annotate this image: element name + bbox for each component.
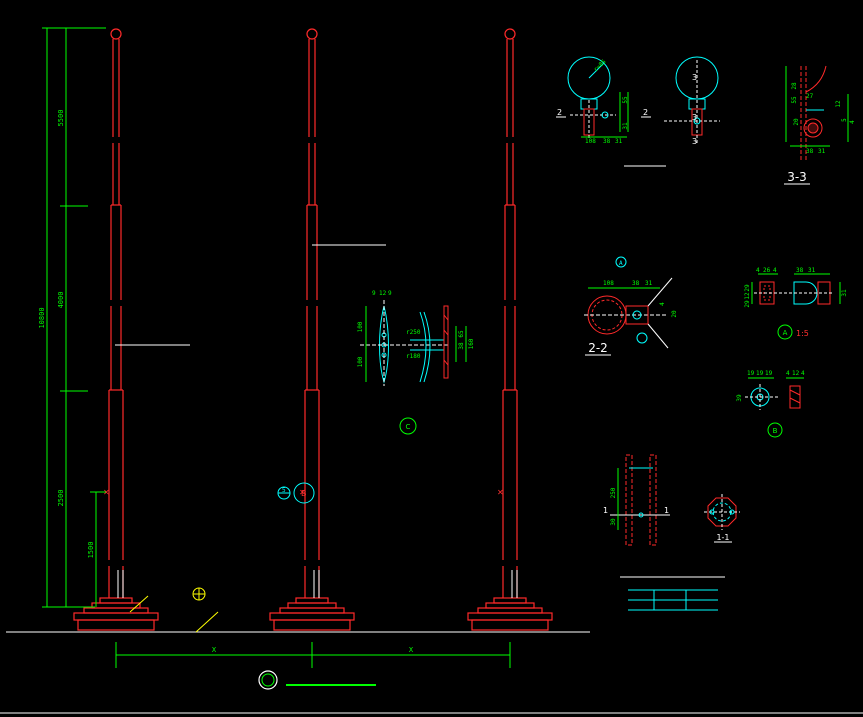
dim-total-height: 10800 xyxy=(38,307,46,328)
sec22-dim-2: 38 xyxy=(632,280,640,287)
drawing-title-circle xyxy=(258,670,278,690)
spacing-dimension xyxy=(115,642,511,668)
sec22-dim-4: 4 xyxy=(659,302,666,306)
detail-a-dim-6: 29 xyxy=(744,284,751,292)
detail-c-dim-4: 100 xyxy=(357,321,364,332)
detail-b-dim-3: 19 xyxy=(765,370,773,377)
sec11-cut-right: 1 xyxy=(664,506,669,515)
sec33-dim-7: 31 xyxy=(818,148,826,155)
detail-b-dim-5: 12 xyxy=(792,370,800,377)
cut-label-mid: 2 xyxy=(643,108,648,117)
finial-left-dim-4: 38 xyxy=(603,138,611,145)
finial-right-dim-2: 3 xyxy=(692,113,697,122)
north-symbol xyxy=(192,587,206,601)
finial-left-dim-3: 108 xyxy=(585,138,596,145)
detail-c-dim-6: r250 xyxy=(406,329,421,336)
finial-left-dim-1: 55 xyxy=(622,96,629,104)
detail-a-dim-5: 31 xyxy=(808,267,816,274)
detail-b-label: B xyxy=(773,427,778,435)
callout-b-on-pole xyxy=(277,482,315,504)
sec33-dim-4: 20 xyxy=(793,118,800,126)
flagpole-left xyxy=(73,28,159,631)
pole-finial xyxy=(110,28,122,40)
detail-b-dim-7: 39 xyxy=(736,394,743,402)
sec33-dim-3: 27 xyxy=(806,93,814,100)
flagpole-right xyxy=(467,28,553,631)
sec33-dim-2: 55 xyxy=(791,96,798,104)
finial-detail-left xyxy=(567,56,629,140)
sec22-dim-1: 108 xyxy=(603,280,614,287)
detail-a-dim-1: 4 xyxy=(756,267,760,274)
detail-c-dim-10: 160 xyxy=(468,338,475,349)
sec11-cut-left: 1 xyxy=(603,506,608,515)
finial-left-dim-2: 31 xyxy=(622,122,629,130)
sleeve-elevation xyxy=(610,454,670,546)
detail-a-marker xyxy=(777,324,793,340)
detail-b-dim-1: 19 xyxy=(747,370,755,377)
detail-c-dim-2: 12 xyxy=(379,290,387,297)
callout-b-label: B xyxy=(301,489,307,498)
sec22-dim-5: 20 xyxy=(671,310,678,318)
detail-a-scale: 1:5 xyxy=(796,329,809,338)
section-1-1-title: 1-1 xyxy=(716,533,729,542)
detail-c-dim-5: 100 xyxy=(357,356,364,367)
detail-c-dim-8: 65 xyxy=(458,330,465,338)
detail-a-dim-9: 31 xyxy=(841,289,848,297)
flagpole-center xyxy=(269,28,355,631)
rope-cleat-mark-left: ✕ xyxy=(103,488,110,497)
detail-a-drawing xyxy=(751,273,841,305)
detail-a-label: A xyxy=(783,329,788,337)
sec11-dim-1: 250 xyxy=(610,487,617,498)
sec33-dim-8: 5 xyxy=(841,118,848,122)
callout-pole-ref: 5 xyxy=(282,487,286,494)
cut-label-left: 2 xyxy=(557,108,562,117)
dim-spacing-left: X xyxy=(212,646,217,654)
detail-a-dim-7: 12 xyxy=(744,292,751,300)
finial-detail-right xyxy=(664,56,720,145)
detail-a-dim-8: 29 xyxy=(744,300,751,308)
section-3-3-drawing xyxy=(785,65,849,160)
detail-b-marker xyxy=(767,422,783,438)
finial-left-dim-5: 31 xyxy=(615,138,623,145)
section-3-3-title: 3-3 xyxy=(787,170,807,184)
dim-top-segment: 5500 xyxy=(57,110,65,127)
section-1-1-drawing xyxy=(704,494,740,530)
dim-rope-cleat: 1500 xyxy=(87,542,95,559)
sec33-dim-5: 12 xyxy=(835,100,842,108)
detail-a-dim-3: 4 xyxy=(773,267,777,274)
dim-spacing-right: X xyxy=(409,646,414,654)
detail-c-dim-1: 9 xyxy=(372,290,376,297)
detail-c-label: C xyxy=(406,423,411,431)
detail-c-drawing xyxy=(360,300,467,386)
section-2-2-drawing xyxy=(584,256,673,349)
sec22-dim-3: 31 xyxy=(645,280,653,287)
sec11-dim-2: 30 xyxy=(610,518,617,526)
detail-b-dim-4: 4 xyxy=(786,370,790,377)
finial-right-dim-3: 3 xyxy=(692,137,697,146)
dim-middle-segment: 4000 xyxy=(57,292,65,309)
sec33-dim-9: 4 xyxy=(849,120,856,124)
detail-c-dim-3: 9 xyxy=(388,290,392,297)
detail-a-dim-4: 38 xyxy=(796,267,804,274)
detail-a-dim-2: 26 xyxy=(763,267,771,274)
sec33-dim-6: 38 xyxy=(806,148,814,155)
leader-line-base-a xyxy=(129,595,149,613)
detail-c-marker xyxy=(399,417,417,435)
vertical-dimension-chain xyxy=(42,27,106,608)
detail-b-dim-6: 4 xyxy=(801,370,805,377)
detail-c-dim-9: 38 xyxy=(458,342,465,350)
schedule-table xyxy=(620,576,725,611)
detail-b-drawing xyxy=(745,377,804,410)
dim-lower-segment: 2500 xyxy=(57,490,65,507)
finial-right-dim-1: 3 xyxy=(692,73,697,82)
svg-text:✕: ✕ xyxy=(299,488,306,497)
svg-text:✕: ✕ xyxy=(497,488,504,497)
leader-line-base-b xyxy=(195,611,219,633)
detail-b-dim-2: 19 xyxy=(756,370,764,377)
sec22-callout: A xyxy=(619,260,623,267)
detail-c-dim-7: r180 xyxy=(406,353,421,360)
sec33-dim-1: 28 xyxy=(791,82,798,90)
section-2-2-title: 2-2 xyxy=(588,341,608,355)
